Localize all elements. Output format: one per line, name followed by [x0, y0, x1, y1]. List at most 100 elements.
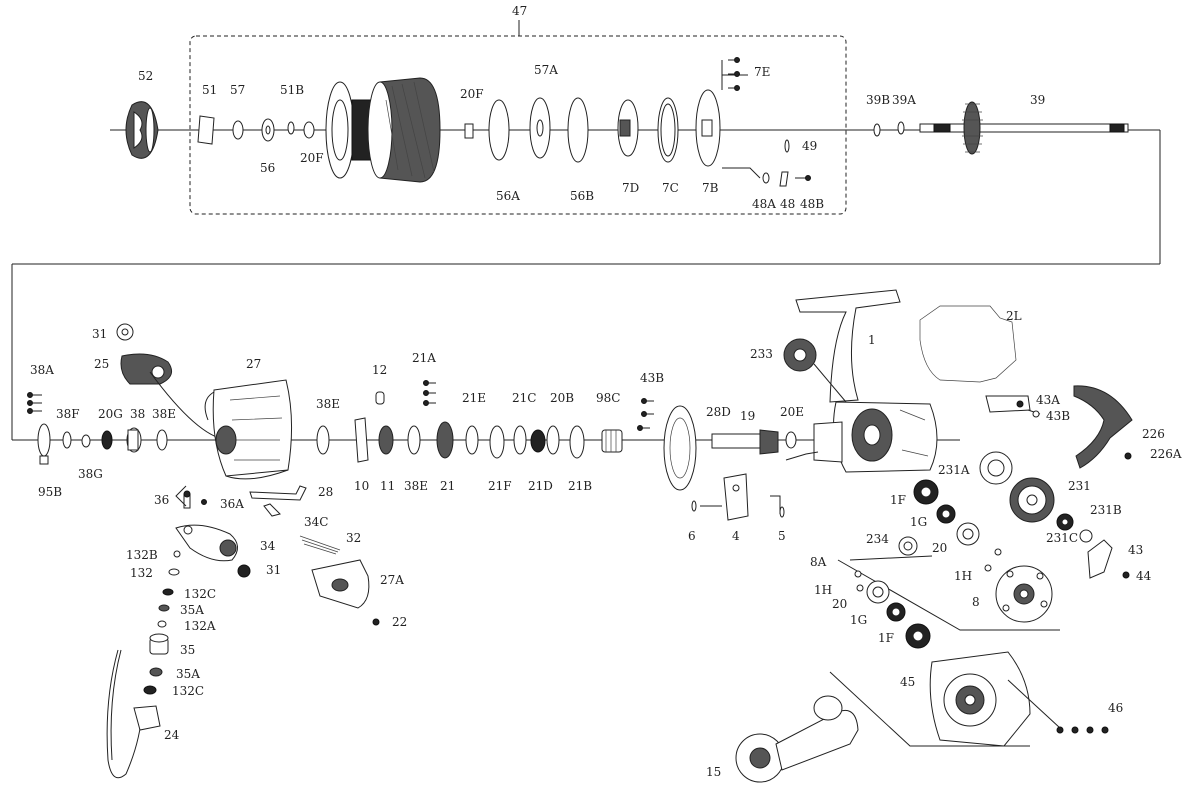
- part-label: 38G: [78, 467, 103, 481]
- part-label: 2L: [1006, 309, 1022, 323]
- part-46-screws: [1056, 726, 1109, 734]
- part-label: 57: [230, 83, 245, 97]
- bail-arm-parts: [106, 485, 380, 779]
- part-38a-screws: [27, 392, 42, 414]
- part-231-gear: [1009, 477, 1055, 523]
- part-label: 7C: [662, 181, 679, 195]
- spool-assembly-outline: [189, 35, 847, 215]
- part-label: 39A: [892, 93, 916, 107]
- part-49: [784, 139, 790, 153]
- part-label: 56: [260, 161, 275, 175]
- part-label: 43B: [640, 371, 664, 385]
- part-label: 22: [392, 615, 407, 629]
- part-36a: [201, 499, 207, 505]
- part-label: 36: [154, 493, 169, 507]
- part-21f: [489, 425, 505, 459]
- part-36: [183, 490, 191, 509]
- part-231b: [1079, 529, 1093, 543]
- part-132: [168, 568, 180, 576]
- part-35: [149, 633, 169, 655]
- rotor-parts: [27, 323, 293, 480]
- part-label: 28: [318, 485, 333, 499]
- part-label: 7B: [702, 181, 719, 195]
- part-label: 25: [94, 357, 109, 371]
- part-label: 5: [778, 529, 786, 543]
- part-2l-gasket: [919, 305, 1017, 383]
- part-38e: [156, 429, 168, 451]
- part-45-side-cover: [929, 651, 1031, 747]
- part-56b: [567, 97, 589, 163]
- part-label: 27: [246, 357, 261, 371]
- part-1h: [984, 564, 992, 572]
- part-label: 1: [868, 333, 876, 347]
- part-25: [120, 353, 173, 385]
- part-21: [436, 421, 454, 459]
- part-10: [354, 417, 369, 463]
- part-38e-3: [407, 425, 421, 455]
- part-label: 7D: [622, 181, 639, 195]
- part-label: 20B: [550, 391, 574, 405]
- part-label: 39B: [866, 93, 890, 107]
- part-34c: [263, 503, 281, 517]
- part-label: 234: [866, 532, 889, 546]
- part-label: 20: [932, 541, 947, 555]
- part-label: 56B: [570, 189, 594, 203]
- part-label: 20F: [300, 151, 324, 165]
- part-132b: [173, 550, 181, 558]
- part-38f: [62, 431, 72, 449]
- part-39a: [897, 121, 905, 135]
- part-51b: [287, 121, 295, 135]
- part-label: 43A: [1036, 393, 1060, 407]
- part-20f-b: [464, 123, 474, 139]
- part-label: 21B: [568, 479, 592, 493]
- part-32-spring: [299, 535, 341, 555]
- part-label: 44: [1136, 569, 1152, 583]
- part-label: 132A: [184, 619, 216, 633]
- part-226a: [1124, 452, 1132, 460]
- part-21b: [569, 425, 585, 459]
- part-132c: [162, 588, 174, 596]
- part-51: [197, 115, 215, 145]
- part-label: 1F: [878, 631, 894, 645]
- part-39-main-shaft: [919, 101, 1129, 155]
- part-20b: [546, 425, 560, 455]
- part-label: 132C: [184, 587, 216, 601]
- part-35a: [158, 604, 170, 612]
- part-label: 49: [802, 139, 817, 153]
- part-label: 4: [732, 529, 740, 543]
- part-label: 48A: [752, 197, 776, 211]
- part-label: 1H: [814, 583, 832, 597]
- part-label: 28D: [706, 405, 731, 419]
- part-label: 1G: [910, 515, 927, 529]
- part-label: 1G: [850, 613, 867, 627]
- part-label: 231B: [1090, 503, 1122, 517]
- part-label: 48B: [800, 197, 824, 211]
- part-label: 231: [1068, 479, 1091, 493]
- part-label: 21: [440, 479, 455, 493]
- part-label: 38A: [30, 363, 54, 377]
- part-233: [783, 338, 847, 403]
- part-label: 226: [1142, 427, 1165, 441]
- part-label: 98C: [596, 391, 620, 405]
- part-label: 8A: [810, 555, 827, 569]
- part-label: 57A: [534, 63, 558, 77]
- part-label: 27A: [380, 573, 404, 587]
- part-spool: [325, 77, 441, 183]
- part-label: 10: [354, 479, 369, 493]
- part-label: 32: [346, 531, 361, 545]
- part-11: [378, 425, 394, 455]
- label-group-47: 47: [512, 4, 527, 18]
- part-label: 11: [380, 479, 395, 493]
- part-132a: [157, 620, 167, 628]
- part-21a-screws: [423, 380, 436, 406]
- part-43b-screws: [637, 398, 654, 431]
- part-label: 39: [1030, 93, 1045, 107]
- part-label: 51: [202, 83, 217, 97]
- part-label: 45: [900, 675, 915, 689]
- part-label: 231C: [1046, 531, 1078, 545]
- part-label: 6: [688, 529, 696, 543]
- part-34-arm: [175, 524, 238, 562]
- body-parts: [691, 289, 1133, 783]
